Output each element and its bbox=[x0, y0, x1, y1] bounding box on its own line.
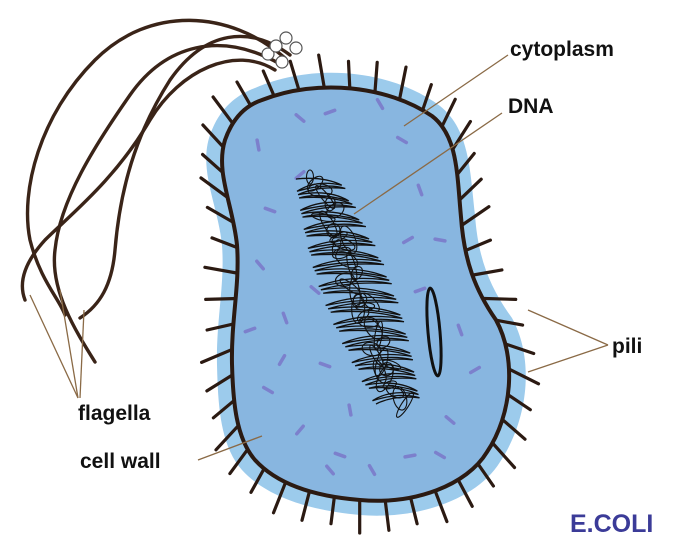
ribosome bbox=[435, 239, 445, 241]
ribosome bbox=[257, 140, 259, 150]
cytoplasm-leader bbox=[404, 55, 508, 126]
label-cytoplasm: cytoplasm bbox=[510, 38, 614, 61]
pilus bbox=[206, 299, 238, 300]
flagellum-base bbox=[290, 42, 302, 54]
flagellum-base bbox=[280, 32, 292, 44]
label-pili: pili bbox=[612, 335, 642, 358]
flagella-leader-3 bbox=[80, 310, 84, 398]
pili-leader-upper bbox=[528, 310, 608, 345]
flagellum-base bbox=[270, 40, 282, 52]
pilus bbox=[349, 61, 350, 90]
flagella-leader-2 bbox=[60, 290, 78, 398]
pilus bbox=[481, 298, 516, 299]
cytoplasm bbox=[222, 87, 509, 500]
label-cell-wall: cell wall bbox=[80, 450, 161, 473]
diagram-title: E.COLI bbox=[570, 510, 653, 538]
ribosome bbox=[349, 405, 351, 415]
label-flagella: flagella bbox=[78, 402, 151, 425]
pili-leader-lower bbox=[528, 345, 608, 372]
label-dna: DNA bbox=[508, 95, 554, 118]
flagellum-base bbox=[276, 56, 288, 68]
flagella-leader-1 bbox=[30, 295, 78, 398]
ribosome bbox=[405, 455, 415, 457]
